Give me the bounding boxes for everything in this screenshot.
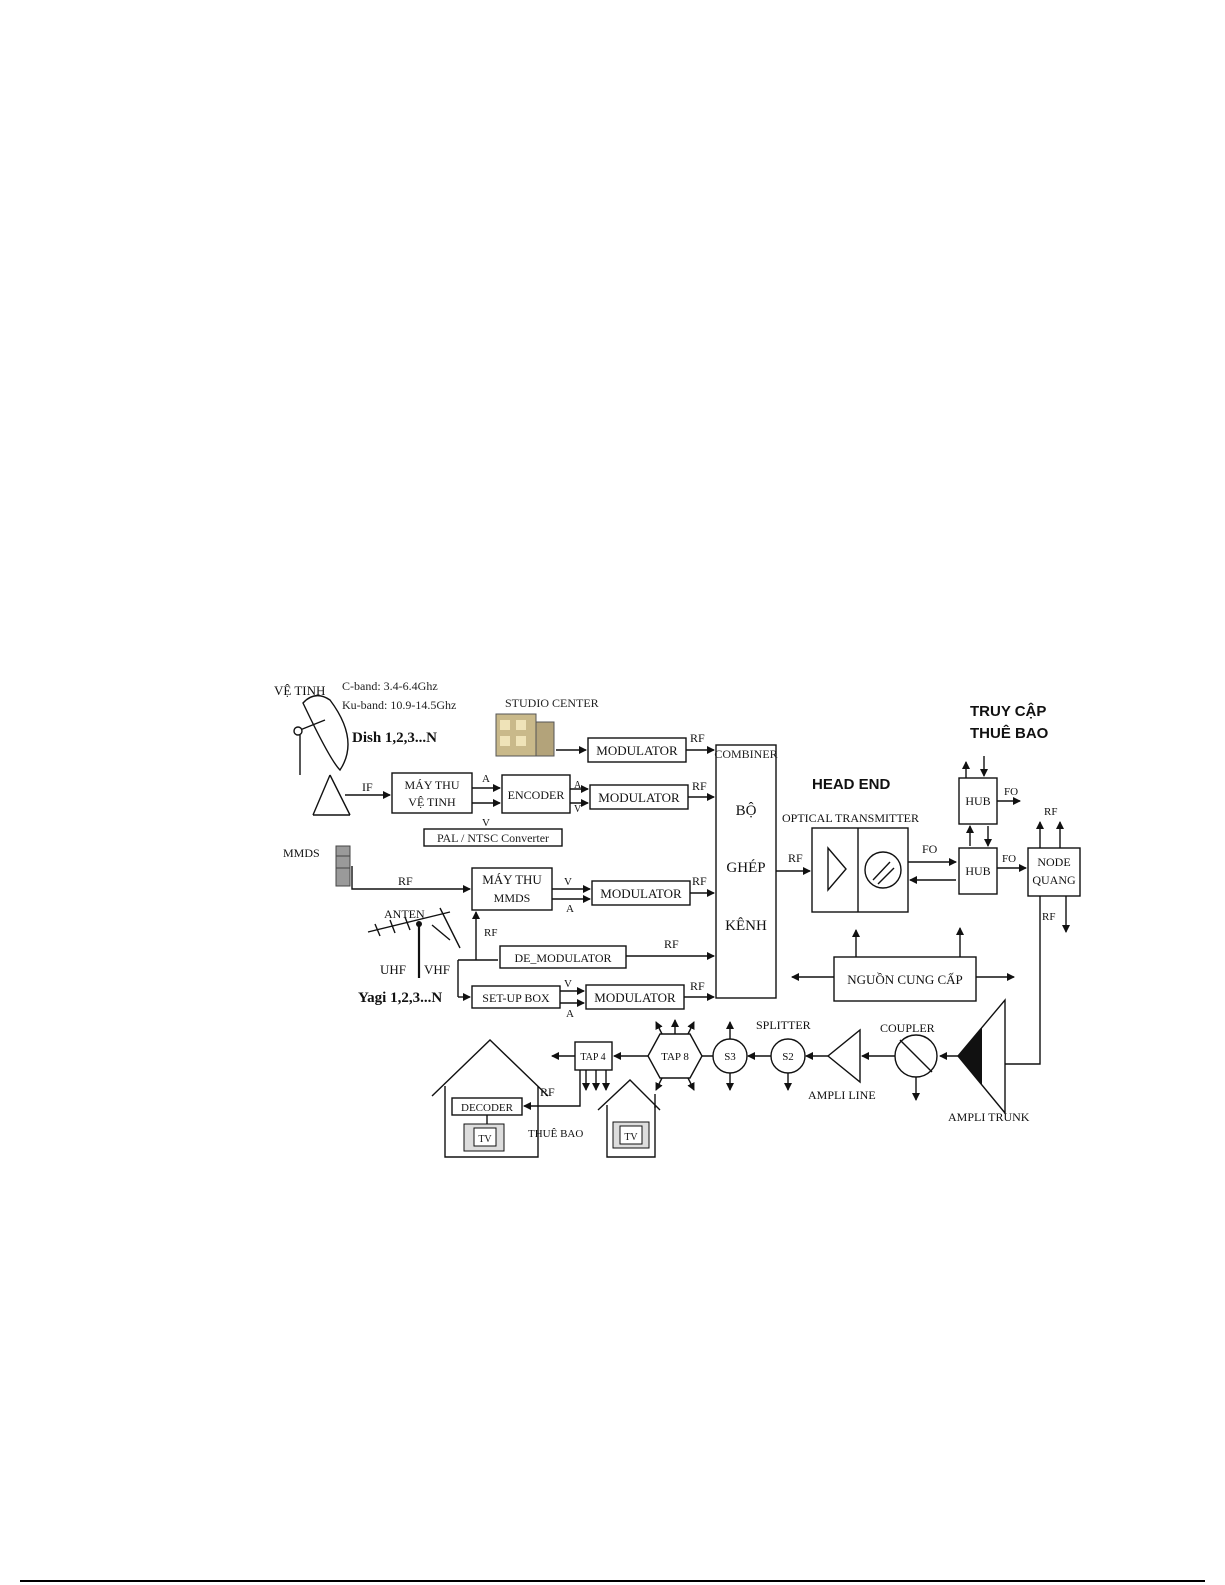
svg-text:V: V [564,978,572,990]
de-modulator-box [499,945,627,969]
svg-text:A: A [566,903,574,915]
svg-text:AMPLI TRUNK: AMPLI TRUNK [948,1110,1030,1124]
svg-text:V: V [564,876,572,888]
c-band-label: C-band: 3.4-6.4Ghz [342,679,438,693]
svg-text:MODULATOR: MODULATOR [600,886,682,901]
truy-cap-label: TRUY CẬP [970,702,1046,720]
svg-text:FO: FO [1004,786,1018,798]
svg-text:RF: RF [690,731,705,745]
may-thu-ve-tinh-box [391,772,473,814]
svg-text:RF: RF [398,874,413,888]
pal-ntsc-converter-box [423,828,563,847]
svg-text:QUANG: QUANG [1032,873,1076,887]
page-bottom-rule [20,1580,1205,1582]
subscriber-house-1: DECODER TV [431,1039,549,1158]
svg-text:COUPLER: COUPLER [880,1021,935,1035]
svg-text:V: V [482,817,490,829]
svg-text:UHF: UHF [380,962,406,977]
svg-text:FO: FO [922,842,938,856]
svg-text:TV: TV [478,1134,492,1145]
svg-text:NGUỒN CUNG CẤP: NGUỒN CUNG CẤP [847,972,963,987]
ve-tinh-label: VỆ TINH [274,683,325,698]
svg-text:RF: RF [788,851,803,865]
svg-text:ENCODER: ENCODER [508,788,565,802]
modulator-box-4 [585,984,685,1010]
svg-text:RF: RF [1042,911,1055,923]
svg-text:PAL / NTSC Converter: PAL / NTSC Converter [437,831,549,845]
optical-transmitter-label: OPTICAL TRANSMITTER [782,811,919,825]
satellite-dish-icon [293,695,351,816]
hub-box-2 [958,847,998,895]
amplifier-icon [827,846,847,892]
svg-text:TAP 4: TAP 4 [580,1052,605,1063]
svg-text:MODULATOR: MODULATOR [596,743,678,758]
optical-transmitter-box [811,827,909,913]
svg-text:DE_MODULATOR: DE_MODULATOR [514,951,611,965]
svg-text:FO: FO [1002,853,1016,865]
svg-text:COMBINER: COMBINER [714,747,777,761]
encoder-box [501,774,571,814]
svg-text:HUB: HUB [965,794,990,808]
svg-text:A: A [482,773,490,785]
combiner-box [715,744,777,999]
mmds-label: MMDS [283,846,320,860]
studio-center-label: STUDIO CENTER [505,696,599,710]
thue-bao-title: THUÊ BAO [970,724,1049,742]
svg-text:HUB: HUB [965,864,990,878]
svg-text:VHF: VHF [424,962,450,977]
svg-text:DECODER: DECODER [461,1102,514,1114]
tap4-box [574,1041,613,1071]
svg-text:V: V [574,804,582,815]
modulator-box-1 [587,737,687,763]
node-quang-box [1027,847,1081,897]
svg-text:MODULATOR: MODULATOR [598,790,680,805]
studio-building-icon [495,713,555,757]
svg-text:TV: TV [624,1132,638,1143]
modulator-box-2 [589,784,689,810]
thue-bao-label: THUÊ BAO [528,1128,583,1140]
svg-text:RF: RF [692,874,707,888]
svg-text:RF: RF [484,927,497,939]
svg-text:TAP 8: TAP 8 [661,1051,689,1063]
svg-text:S2: S2 [782,1051,794,1063]
svg-text:RF: RF [690,979,705,993]
head-end-label: HEAD END [812,776,891,793]
svg-text:MÁY THU: MÁY THU [482,872,542,887]
svg-text:BỘ: BỘ [736,802,757,819]
svg-text:MMDS: MMDS [494,891,531,905]
svg-text:KÊNH: KÊNH [725,917,767,934]
svg-text:GHÉP: GHÉP [726,859,765,876]
nguon-cung-cap-box [833,956,977,1002]
svg-text:RF: RF [1044,806,1057,818]
dish-label: Dish 1,2,3...N [352,730,437,746]
svg-text:A: A [566,1008,574,1020]
ampli-line-icon [826,1028,861,1084]
svg-text:S3: S3 [724,1051,736,1063]
svg-text:NODE: NODE [1037,855,1070,869]
ku-band-label: Ku-band: 10.9-14.5Ghz [342,698,456,712]
svg-text:MODULATOR: MODULATOR [594,990,676,1005]
may-thu-mmds-box [471,867,553,911]
laser-icon [864,851,902,889]
set-up-box [471,985,561,1009]
svg-text:AMPLI LINE: AMPLI LINE [808,1088,876,1102]
svg-text:SPLITTER: SPLITTER [756,1018,811,1032]
yagi-antenna-icon [367,907,461,978]
svg-text:VỆ TINH: VỆ TINH [408,795,456,809]
if-label: IF [362,780,373,794]
anten-label: ANTEN [384,907,425,921]
mmds-antenna-icon [335,845,351,887]
modulator-box-3 [591,880,691,906]
svg-text:SET-UP BOX: SET-UP BOX [482,991,550,1005]
hub-box-1 [958,777,998,825]
svg-text:RF: RF [692,779,707,793]
svg-text:MÁY THU: MÁY THU [404,778,459,792]
svg-text:RF: RF [664,937,679,951]
svg-text:A: A [574,780,582,791]
svg-text:RF: RF [540,1085,555,1099]
subscriber-house-2: TV [597,1079,661,1158]
yagi-label: Yagi 1,2,3...N [358,990,442,1006]
